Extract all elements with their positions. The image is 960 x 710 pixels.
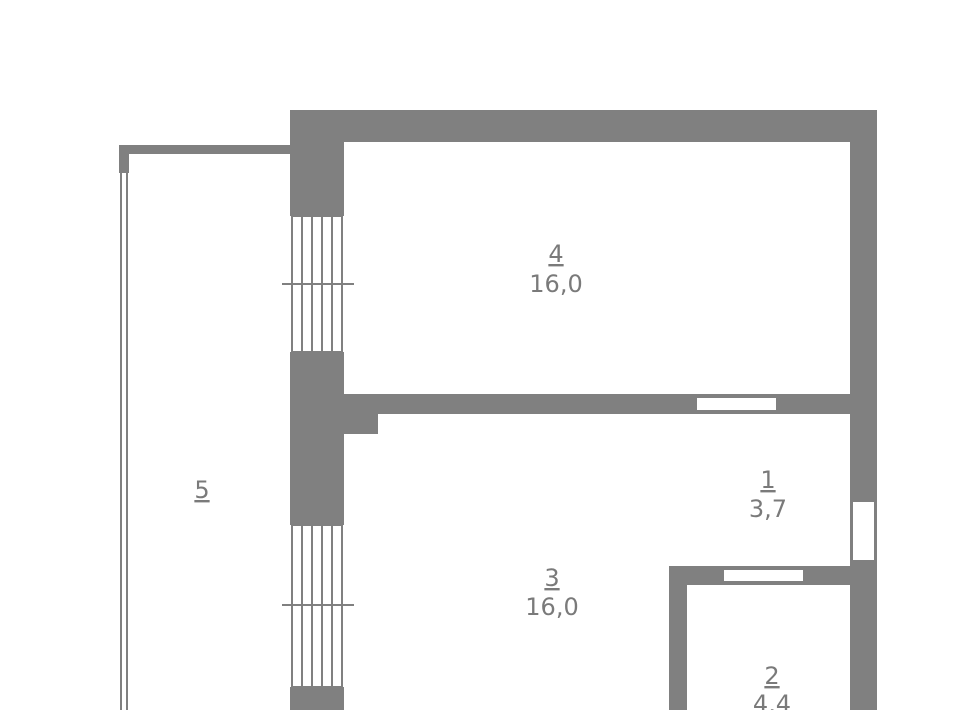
wall-left-upper [290, 110, 344, 216]
room-1-number: 1 [760, 466, 775, 494]
window-upper [282, 215, 354, 353]
room-5-number: 5 [194, 476, 209, 504]
wall-corner-stub [344, 414, 378, 434]
room-4-area: 16,0 [529, 270, 582, 298]
bathroom-wall-left [669, 566, 687, 710]
room-1-area: 3,7 [749, 495, 787, 523]
room-2-number: 2 [764, 662, 779, 690]
room-4-number: 4 [548, 240, 563, 268]
bathroom-door-opening [724, 568, 803, 583]
room-2-area: 4,4 [753, 690, 791, 710]
wall-interior-horizontal [290, 394, 877, 414]
wall-top [290, 110, 877, 142]
wall-left-middle [290, 352, 344, 525]
balcony-rail-corner [119, 145, 129, 173]
entrance-door-opening [852, 502, 875, 560]
room-3-area: 16,0 [525, 593, 578, 621]
door-opening-top [697, 396, 776, 412]
wall-left-lower [290, 687, 344, 710]
room-3-number: 3 [544, 564, 559, 592]
window-lower [282, 524, 354, 688]
balcony-rail-top [119, 145, 290, 154]
